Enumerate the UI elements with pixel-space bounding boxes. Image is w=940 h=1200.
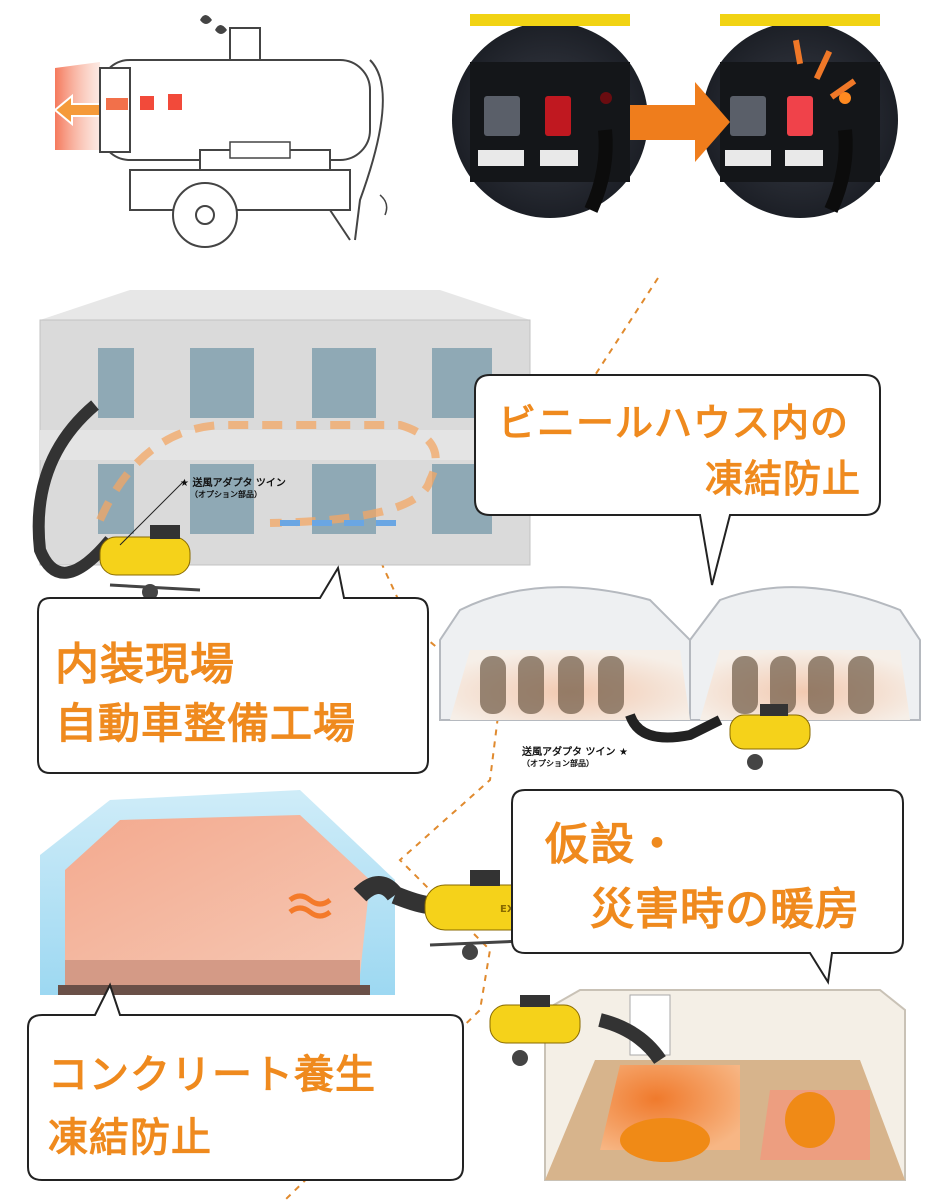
room-heating-illustration [489, 989, 906, 1181]
callout-concrete-line1: コンクリート養生 [48, 1052, 376, 1098]
callout-temporary-line2: 災害時の暖房 [590, 884, 860, 935]
adapter-note-top-line2: （オプション部品） [190, 490, 262, 499]
callout-concrete-line2: 凍結防止 [48, 1115, 212, 1161]
adapter-note-mid-line2: （オプション部品） [522, 759, 594, 768]
control-panel-photo [452, 14, 898, 218]
callout-vinyl-house-line2: 凍結防止 [705, 457, 862, 501]
callout-interior-line1: 内装現場 [55, 639, 235, 690]
callout-vinyl-house-line1: ビニールハウス内の [498, 401, 850, 445]
building-illustration [32, 290, 531, 600]
arrow-right-icon [630, 82, 730, 162]
heater-sketch-icon [53, 15, 388, 248]
bubble-temporary [511, 789, 904, 985]
bubble-concrete [27, 982, 464, 1181]
adapter-note-top: ★ 送風アダプタ ツイン （オプション部品） [180, 474, 286, 500]
concrete-curing-illustration: EXEN [40, 790, 546, 995]
bubble-interior [37, 565, 429, 774]
callout-temporary-line1: 仮設・ [545, 819, 680, 870]
bubble-vinyl-house [474, 374, 881, 586]
adapter-note-top-line1: ★ 送風アダプタ ツイン [180, 478, 286, 489]
adapter-note-mid: 送風アダプタ ツイン ★ （オプション部品） [522, 743, 628, 769]
callout-interior-line2: 自動車整備工場 [55, 699, 357, 748]
adapter-note-mid-line1: 送風アダプタ ツイン ★ [522, 747, 628, 758]
greenhouse-illustration [439, 586, 921, 770]
